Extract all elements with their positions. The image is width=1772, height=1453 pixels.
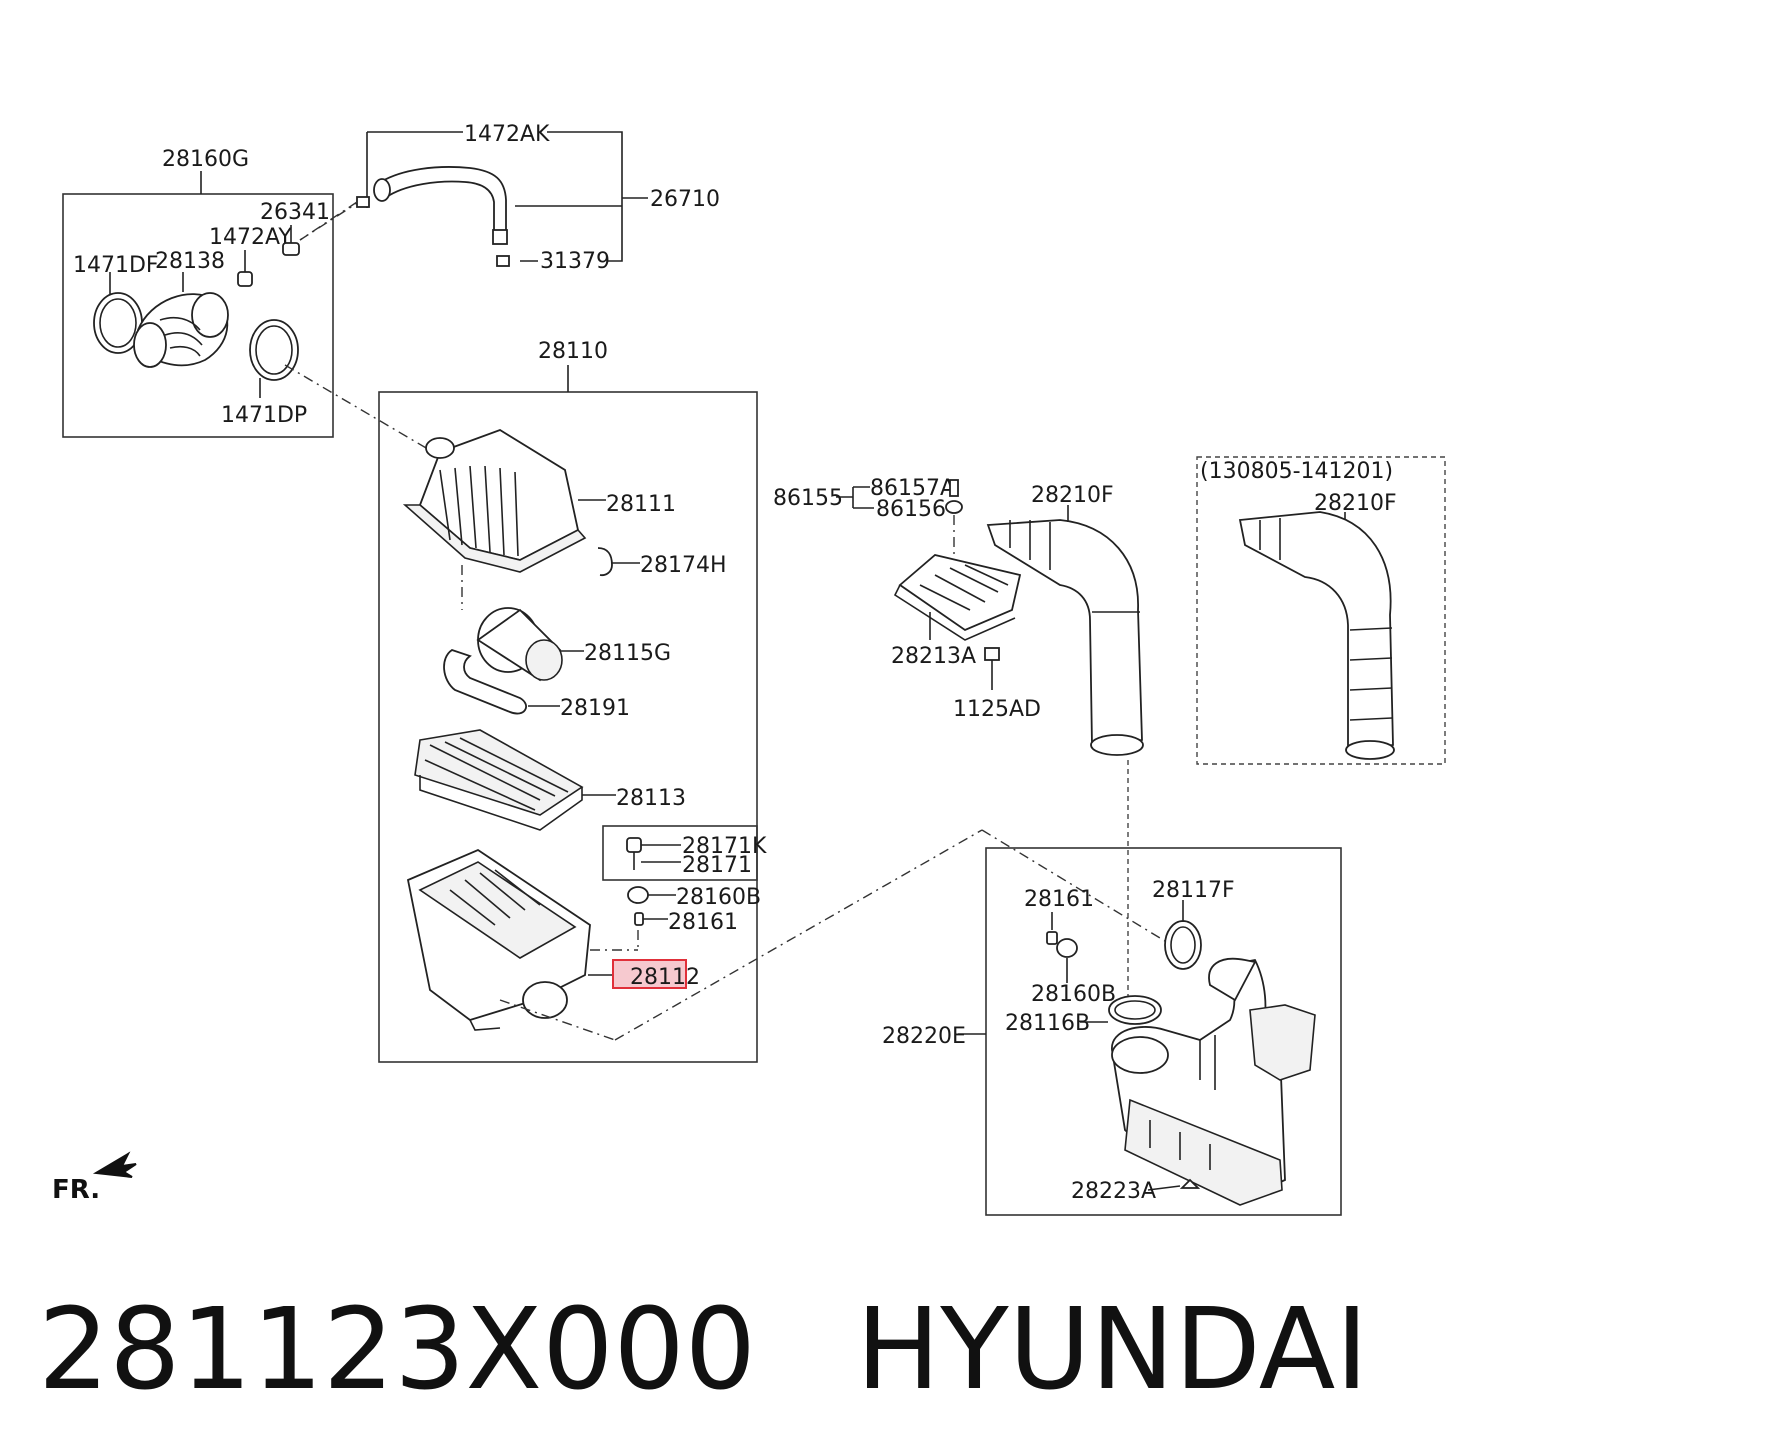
label-28110[interactable]: 28110	[538, 339, 608, 364]
label-28191[interactable]: 28191	[560, 696, 630, 721]
label-86156[interactable]: 86156	[876, 497, 946, 522]
resonator-28220e-shape	[1111, 957, 1316, 1206]
duct-28210f-b-shape	[1238, 511, 1395, 760]
label-1125ad[interactable]: 1125AD	[953, 697, 1041, 722]
group-box-28220e	[985, 847, 1342, 1216]
cover-28111-shape	[402, 429, 587, 573]
label-28160g[interactable]: 28160G	[162, 147, 249, 172]
label-28116b[interactable]: 28116B	[1005, 1011, 1090, 1036]
label-28171[interactable]: 28171	[682, 853, 752, 878]
group-box-28160g	[62, 193, 334, 438]
clip-1472ay-shape	[237, 271, 253, 287]
footer-caption: 281123X000 HYUNDAI	[38, 1275, 1738, 1425]
clip-31379-shape	[496, 255, 510, 267]
label-26341[interactable]: 26341	[260, 200, 330, 225]
label-28111[interactable]: 28111	[606, 492, 676, 517]
label-28160b-b[interactable]: 28160B	[1031, 982, 1116, 1007]
label-28213a[interactable]: 28213A	[891, 644, 976, 669]
label-28117f[interactable]: 28117F	[1152, 878, 1235, 903]
tube-28174h-shape	[597, 547, 613, 577]
brand-name: HYUNDAI	[856, 1285, 1369, 1415]
label-28223a[interactable]: 28223A	[1071, 1179, 1156, 1204]
breather-hose-26710-shape	[356, 166, 508, 245]
label-28210f-a[interactable]: 28210F	[1031, 483, 1114, 508]
pin-28161-b-shape	[1046, 931, 1058, 945]
label-1472ay[interactable]: 1472AY	[209, 225, 292, 250]
label-28161-b[interactable]: 28161	[1024, 887, 1094, 912]
label-28161-a[interactable]: 28161	[668, 910, 738, 935]
label-28210f-b[interactable]: 28210F	[1314, 491, 1397, 516]
nipple-26341-shape	[282, 242, 300, 256]
label-26710[interactable]: 26710	[650, 187, 720, 212]
duct-28210f-a-shape	[986, 519, 1144, 756]
screw-86157a-shape	[949, 479, 959, 497]
label-1471df[interactable]: 1471DF	[73, 253, 159, 278]
label-28174h[interactable]: 28174H	[640, 553, 727, 578]
pin-28161-a-shape	[634, 912, 644, 926]
label-31379[interactable]: 31379	[540, 249, 610, 274]
label-28112[interactable]: 28112	[630, 965, 700, 990]
label-28171k[interactable]: 28171K	[682, 834, 767, 859]
grommet-28160b-b-shape	[1056, 938, 1078, 958]
label-front[interactable]: FR.	[52, 1175, 100, 1205]
bolt-28171k-shape	[626, 837, 642, 853]
lower-case-28112-shape	[406, 848, 591, 1031]
label-86155[interactable]: 86155	[773, 486, 843, 511]
front-arrow-icon	[92, 1151, 137, 1178]
screw-28223a-shape	[1179, 1178, 1201, 1189]
label-28115g[interactable]: 28115G	[584, 641, 671, 666]
highlight-28112	[612, 959, 687, 989]
duct-28191-shape	[443, 649, 527, 715]
label-date-range[interactable]: (130805-141201)	[1200, 459, 1393, 484]
label-28160b-a[interactable]: 28160B	[676, 885, 761, 910]
label-1471dp[interactable]: 1471DP	[221, 403, 307, 428]
label-28138[interactable]: 28138	[155, 249, 225, 274]
part-number: 281123X000	[38, 1285, 757, 1415]
hose-28138-shape	[133, 292, 229, 368]
bracket-28213a-shape	[893, 554, 1022, 641]
bolt-1125ad-shape	[984, 647, 1000, 661]
filter-28113-shape	[414, 729, 584, 831]
sensor-28115g-shape	[476, 607, 563, 682]
label-86157a[interactable]: 86157A	[870, 476, 955, 501]
nut-86156-shape	[945, 500, 963, 514]
label-28113[interactable]: 28113	[616, 786, 686, 811]
label-1472ak[interactable]: 1472AK	[464, 122, 550, 147]
group-box-28171k	[602, 825, 758, 881]
label-28220e[interactable]: 28220E	[882, 1024, 966, 1049]
grommet-28160b-a-shape	[627, 886, 649, 904]
group-box-variant	[1196, 456, 1446, 765]
clamp-1471dp-shape	[249, 319, 299, 381]
